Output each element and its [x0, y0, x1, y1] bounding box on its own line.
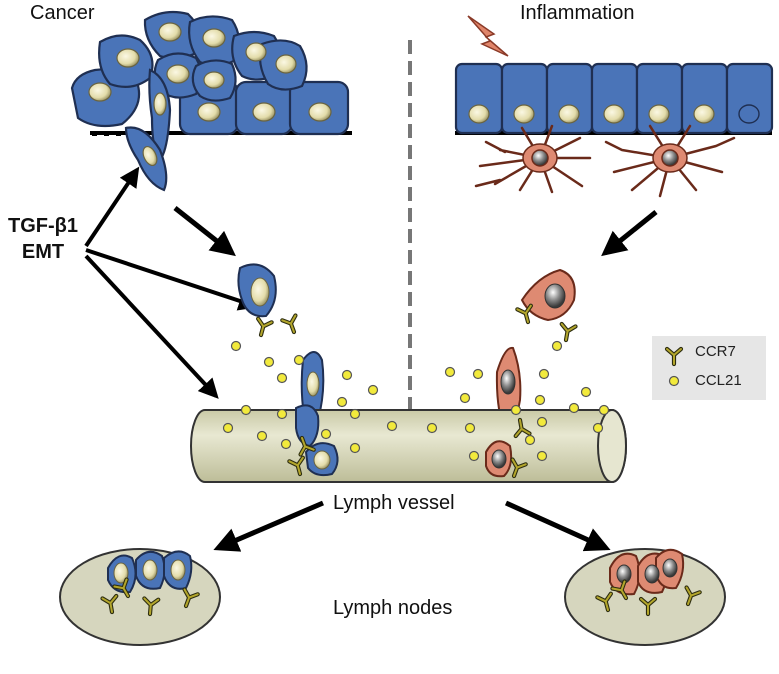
lymph-nodes-label: Lymph nodes	[333, 597, 453, 619]
inflammation-migration-arrow	[601, 210, 658, 257]
ccl21-dots	[222, 340, 610, 462]
emt-label: EMT	[21, 241, 65, 263]
ccr7-receptor-icon	[664, 346, 684, 367]
ccl21-dot-icon	[668, 375, 680, 387]
lymph-vessel-label: Lymph vessel	[333, 492, 455, 514]
migrating-dendritic-cell	[517, 268, 575, 341]
right-lymph-node	[564, 548, 726, 646]
vessel-cancer-cells	[289, 404, 339, 475]
lymph-vessel	[190, 409, 627, 483]
legend: CCR7 CCL21	[652, 336, 766, 400]
legend-ccl21-label: CCL21	[695, 372, 742, 389]
vessel-dendritic-cells	[485, 419, 529, 479]
cancer-label: Cancer	[30, 2, 95, 24]
inflammation-label: Inflammation	[520, 2, 635, 24]
cancer-nuclei	[88, 22, 332, 167]
tgf-arrows	[84, 166, 259, 399]
legend-symbols	[664, 346, 684, 387]
cancer-migration-arrow	[173, 206, 236, 257]
left-node-arrow	[213, 500, 324, 552]
right-node-arrow	[504, 500, 611, 552]
dendritic-cell-network	[474, 124, 736, 198]
tgf-label: TGF-β1	[8, 215, 78, 237]
lightning-icon	[467, 15, 509, 57]
tgf-emt-label: TGF-β1 EMT	[8, 213, 78, 265]
inflammation-epithelium	[454, 62, 774, 135]
dendritic-cell-bodies	[522, 143, 688, 173]
left-lymph-node	[59, 548, 221, 646]
legend-ccr7-label: CCR7	[695, 343, 736, 360]
migrating-cancer-cell	[237, 263, 300, 336]
